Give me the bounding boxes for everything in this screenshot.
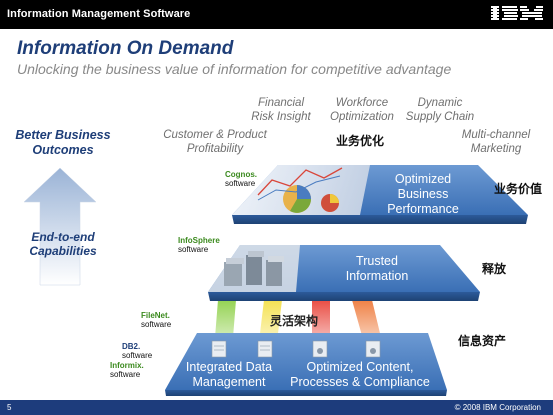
better-outcomes-label: Better Business Outcomes xyxy=(15,128,111,157)
dynamic-supply-label: Dynamic Supply Chain xyxy=(405,97,475,123)
db2-product: DB2. software xyxy=(122,342,153,360)
multichannel-marketing-label: Multi-channel Marketing xyxy=(461,129,531,155)
integrated-data-text: Integrated Data Management xyxy=(185,360,273,389)
business-optimization-cn: 业务优化 xyxy=(336,134,385,148)
informix-product: Informix. software xyxy=(110,361,144,379)
infosphere-product: InfoSphere software xyxy=(178,236,220,254)
line-chart-icon xyxy=(257,167,343,196)
data-doc-icon xyxy=(257,340,273,358)
header-title: Information Management Software xyxy=(7,8,191,20)
up-arrow-icon xyxy=(23,167,97,286)
ibm-logo xyxy=(491,6,543,20)
slide-subtitle: Unlocking the business value of informat… xyxy=(17,61,452,77)
file-stack-icon xyxy=(224,262,242,286)
page-number: 5 xyxy=(7,403,12,412)
financial-risk-label: Financial Risk Insight xyxy=(251,97,311,123)
footer-bar: 5 © 2008 IBM Corporation xyxy=(0,400,553,415)
middle-layer xyxy=(208,245,480,301)
cognos-product: Cognos. software xyxy=(225,170,257,188)
optimized-performance-text: Optimized Business Performance xyxy=(387,172,459,216)
copyright: © 2008 IBM Corporation xyxy=(454,403,541,412)
release-cn: 释放 xyxy=(482,262,507,276)
capabilities-label: End-to-end Capabilities xyxy=(29,230,97,258)
header-bar: Information Management Software xyxy=(0,0,553,29)
diagram-artwork xyxy=(23,165,528,396)
filenet-product: FileNet. software xyxy=(141,311,172,329)
database-doc-icon xyxy=(211,340,227,358)
trusted-information-text: Trusted Information xyxy=(345,254,409,283)
flexible-architecture-cn: 灵活架构 xyxy=(270,314,319,328)
customer-profitability-label: Customer & Product Profitability xyxy=(163,129,267,155)
business-value-cn: 业务价值 xyxy=(494,182,543,196)
slide-title: Information On Demand xyxy=(17,38,234,59)
bottom-layer xyxy=(165,333,447,396)
optimized-content-text: Optimized Content, Processes & Complianc… xyxy=(290,360,430,389)
information-assets-cn: 信息资产 xyxy=(458,334,507,348)
workforce-optimization-label: Workforce Optimization xyxy=(330,97,394,123)
top-layer xyxy=(232,165,528,224)
